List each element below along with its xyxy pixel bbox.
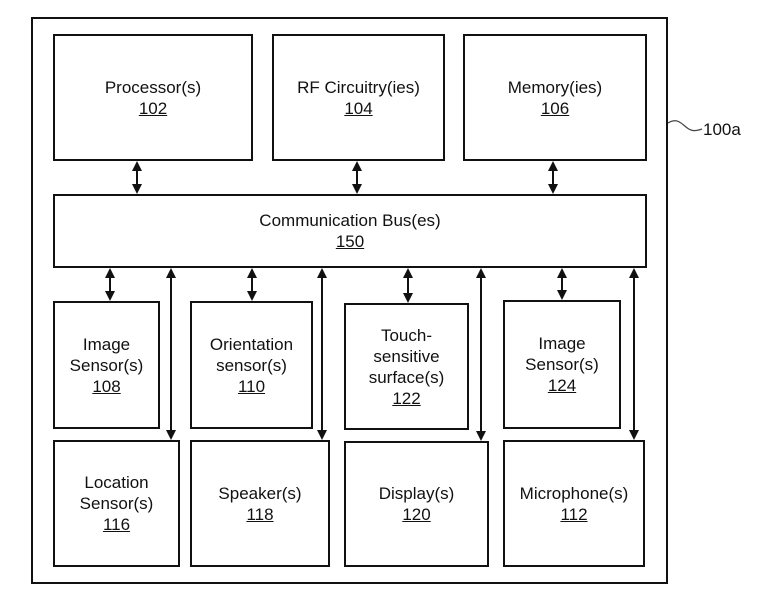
- arrow-bus-image-sensor-124: [557, 268, 567, 300]
- component-number: 104: [344, 98, 373, 118]
- component-number: 110: [237, 376, 266, 396]
- location-sensor-box: Location Sensor(s) 116: [53, 440, 180, 567]
- arrow-bus-microphone: [629, 268, 639, 440]
- arrow-bus-image-sensor-108: [105, 268, 115, 301]
- memory-box: Memory(ies) 106: [463, 34, 647, 161]
- arrow-bus-location: [166, 268, 176, 440]
- image-sensor-124-box: Image Sensor(s) 124: [503, 300, 621, 429]
- component-number: 120: [402, 505, 431, 524]
- communication-bus-box: Communication Bus(es) 150: [53, 194, 647, 268]
- component-label: Microphone(s): [519, 483, 629, 503]
- component-label: Image Sensor(s): [525, 334, 599, 374]
- component-label: Speaker(s): [218, 483, 302, 503]
- bus-label: Communication Bus(es): [259, 211, 441, 230]
- component-label: Image Sensor(s): [69, 334, 144, 375]
- rf-circuitry-box: RF Circuitry(ies) 104: [272, 34, 445, 161]
- component-label: Touch- sensitive surface(s): [368, 325, 445, 387]
- component-label: Location Sensor(s): [79, 473, 154, 513]
- arrow-bus-speaker: [317, 268, 327, 440]
- component-label: RF Circuitry(ies): [297, 77, 420, 97]
- reference-leader-line: [668, 120, 703, 132]
- arrow-processor-bus: [132, 161, 142, 194]
- component-label: Display(s): [378, 484, 455, 503]
- component-number: 102: [138, 98, 168, 118]
- component-number: 106: [540, 98, 570, 118]
- image-sensor-108-box: Image Sensor(s) 108: [53, 301, 160, 429]
- processor-box: Processor(s) 102: [53, 34, 253, 161]
- arrow-bus-touch: [403, 268, 413, 303]
- component-number: 124: [547, 376, 577, 395]
- component-number: 118: [246, 504, 274, 524]
- orientation-sensor-box: Orientation sensor(s) 110: [190, 301, 313, 429]
- display-box: Display(s) 120: [344, 441, 489, 567]
- arrow-bus-display: [476, 268, 486, 441]
- component-label: Processor(s): [104, 77, 202, 97]
- bus-number: 150: [335, 232, 365, 251]
- component-number: 116: [102, 515, 131, 534]
- component-number: 108: [92, 376, 121, 396]
- component-label: Memory(ies): [507, 77, 603, 97]
- speaker-box: Speaker(s) 118: [190, 440, 330, 567]
- component-label: Orientation sensor(s): [209, 334, 294, 375]
- figure-reference-label: 100a: [703, 120, 741, 139]
- component-number: 112: [560, 504, 588, 524]
- microphone-box: Microphone(s) 112: [503, 440, 645, 567]
- touch-surface-box: Touch- sensitive surface(s) 122: [344, 303, 469, 430]
- arrow-rf-bus: [352, 161, 362, 194]
- arrow-bus-orientation: [247, 268, 257, 301]
- arrow-memory-bus: [548, 161, 558, 194]
- component-number: 122: [392, 388, 421, 408]
- device-boundary: [31, 17, 668, 584]
